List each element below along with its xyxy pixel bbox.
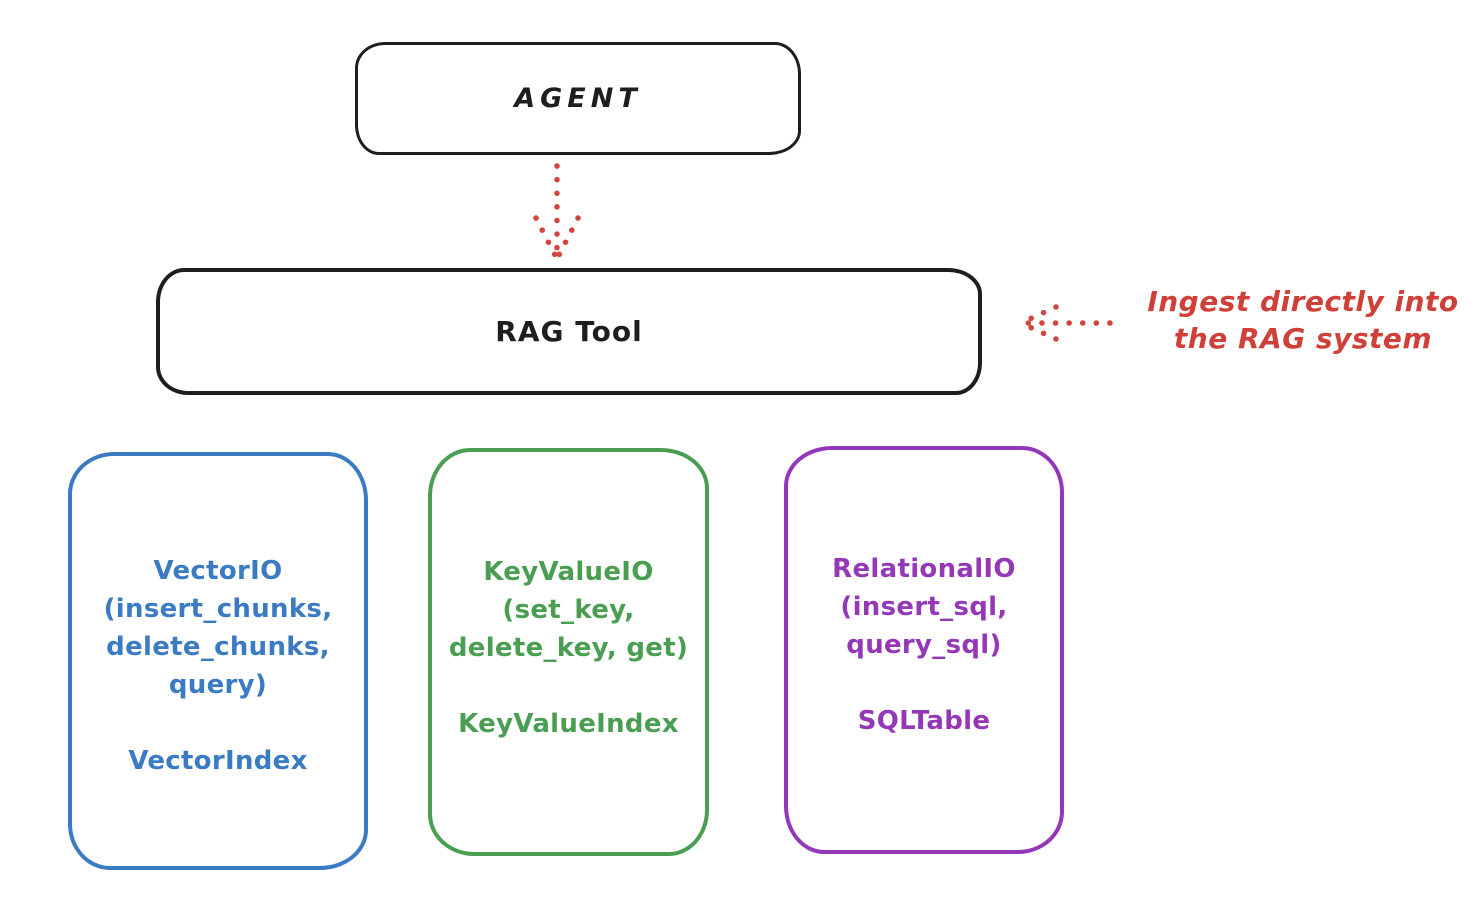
ingest-annotation-line2: the RAG system [1173,322,1433,355]
agent-node: AGENT [355,42,801,155]
keyvalue-index-label: KeyValueIndex [458,709,679,739]
rag-tool-node: RAG Tool [156,268,982,395]
card-line: delete_chunks, [106,632,330,662]
card-line: (insert_sql, [840,592,1008,622]
keyvalue-io-card: KeyValueIO (set_key, delete_key, get) Ke… [428,448,709,856]
ingest-annotation: Ingest directly into the RAG system [1128,283,1478,357]
ingest-annotation-line1: Ingest directly into [1147,285,1459,318]
keyvalue-io-signature: KeyValueIO (set_key, delete_key, get) [449,553,688,667]
sql-table-label: SQLTable [857,706,991,736]
rag-tool-label: RAG Tool [495,315,643,348]
vector-io-card: VectorIO (insert_chunks, delete_chunks, … [68,452,368,870]
down-arrow-icon [533,163,581,258]
relational-io-signature: RelationalIO (insert_sql, query_sql) [832,550,1016,664]
relational-io-card: RelationalIO (insert_sql, query_sql) SQL… [784,446,1064,854]
vector-io-signature: VectorIO (insert_chunks, delete_chunks, … [104,552,333,704]
card-line: KeyValueIO [483,557,654,587]
card-line: RelationalIO [832,554,1016,584]
card-line: (set_key, [502,595,635,625]
card-line: query) [168,670,268,700]
agent-label: AGENT [514,83,642,114]
card-line: (insert_chunks, [103,594,333,624]
card-line: delete_key, get) [448,633,689,663]
left-arrow-icon [1020,304,1113,342]
vector-index-label: VectorIndex [128,746,308,776]
card-line: VectorIO [153,556,283,586]
card-line: query_sql) [846,630,1002,660]
